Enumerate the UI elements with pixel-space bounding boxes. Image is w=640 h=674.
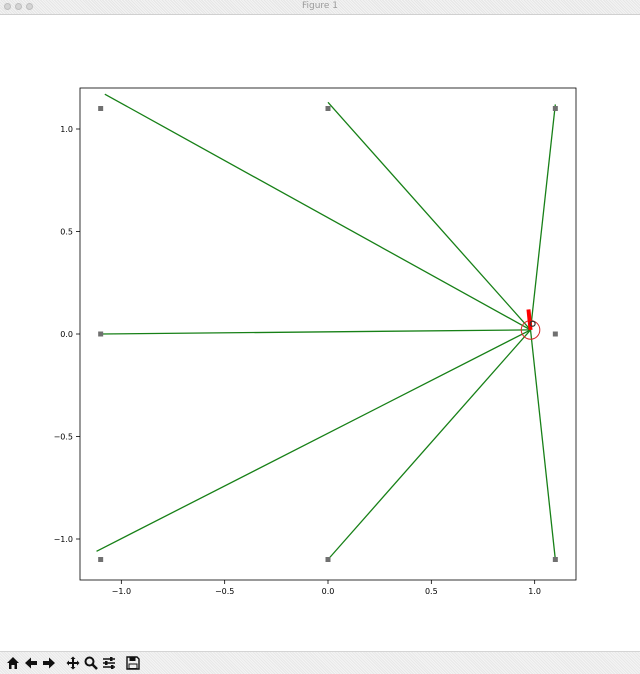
anchor-marker: [552, 106, 558, 111]
configure-subplots-button[interactable]: [100, 654, 118, 672]
home-button[interactable]: [4, 654, 22, 672]
x-tick-label: 0.0: [322, 587, 335, 596]
x-tick-label: 1.0: [528, 587, 541, 596]
y-tick-label: 0.0: [60, 330, 73, 339]
ray-line: [100, 329, 531, 335]
anchor-marker: [98, 557, 104, 562]
anchor-marker: [552, 331, 558, 337]
y-tick-label: −0.5: [54, 433, 73, 442]
navigation-toolbar: [0, 651, 640, 674]
back-arrow-icon: [25, 657, 37, 669]
minimize-window-button[interactable]: [15, 3, 22, 10]
plot-svg: −1.0 −0.5 0.0 0.5 1.0 1.0 0.5 0.0 −0.5 −1.0: [54, 87, 577, 596]
forward-arrow-icon: [43, 657, 55, 669]
zoom-button[interactable]: [82, 654, 100, 672]
anchor-marker: [325, 557, 331, 562]
back-button[interactable]: [22, 654, 40, 672]
anchor-marker: [325, 106, 331, 111]
ray-line: [529, 329, 556, 560]
x-tick-label: −0.5: [215, 587, 234, 596]
direction-indicator: [526, 309, 533, 331]
anchor-marker: [552, 557, 558, 562]
pan-button[interactable]: [64, 654, 82, 672]
forward-button[interactable]: [40, 654, 58, 672]
y-tick-label: 0.5: [60, 228, 73, 237]
plot-marks: [96, 93, 558, 562]
close-window-button[interactable]: [4, 3, 11, 10]
save-icon: [126, 656, 140, 670]
x-tick-label: −1.0: [112, 587, 131, 596]
y-tick-label: 1.0: [60, 125, 73, 134]
ray-line: [327, 101, 532, 331]
maximize-window-button[interactable]: [26, 3, 33, 10]
x-tick-label: 0.5: [425, 587, 438, 596]
y-tick-label: −1.0: [54, 535, 73, 544]
ray-line: [529, 104, 556, 330]
anchor-marker: [98, 106, 104, 111]
pan-icon: [66, 656, 80, 670]
hub-inner-marker: [529, 320, 536, 327]
anchor-marker: [98, 331, 104, 337]
window-titlebar: Figure 1: [0, 0, 640, 15]
axis-ticks: −1.0 −0.5 0.0 0.5 1.0 1.0 0.5 0.0 −0.5 −1.0: [54, 125, 541, 596]
ray-line: [96, 329, 531, 552]
ray-line: [327, 329, 532, 560]
home-icon: [7, 657, 19, 669]
configure-subplots-icon: [103, 657, 115, 669]
window-title: Figure 1: [301, 1, 339, 11]
zoom-icon: [84, 656, 98, 670]
figure-canvas[interactable]: −1.0 −0.5 0.0 0.5 1.0 1.0 0.5 0.0 −0.5 −1.0: [0, 15, 640, 651]
ray-line: [104, 93, 531, 331]
save-button[interactable]: [124, 654, 142, 672]
